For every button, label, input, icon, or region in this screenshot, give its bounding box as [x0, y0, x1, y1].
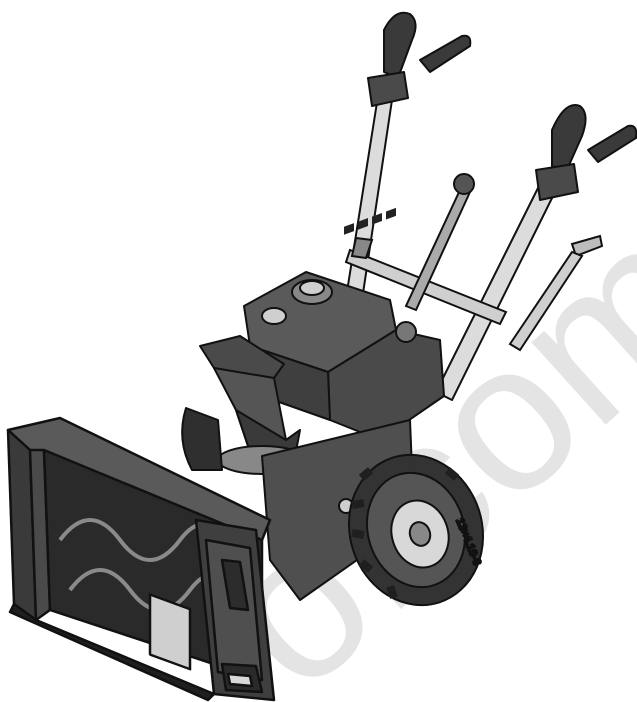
right-handle: [435, 104, 637, 401]
tire-tread: [351, 467, 460, 600]
auger-center-gearbox: [148, 593, 192, 671]
engine: [243, 207, 445, 441]
right-wheel: 13×4.10-6: [347, 453, 484, 607]
discharge-chute: [199, 335, 307, 475]
auger-housing: [6, 416, 276, 702]
chute-control: [404, 173, 475, 312]
drive-lever: [508, 234, 604, 352]
engine-vents: [344, 207, 396, 235]
